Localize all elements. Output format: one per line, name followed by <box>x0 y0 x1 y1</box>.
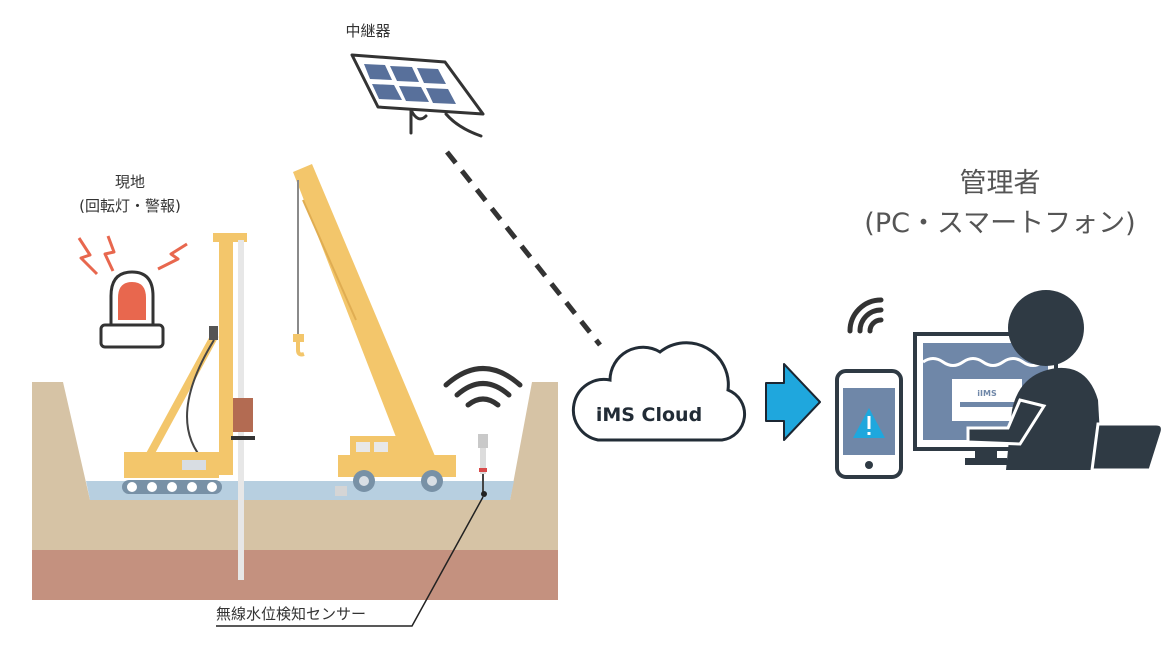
sensor-wifi-icon <box>443 366 523 408</box>
pile-driver-backstay <box>144 333 219 460</box>
soil-upper-layer <box>32 382 558 600</box>
crane-boom <box>293 164 440 468</box>
pile-driver-cab-window <box>182 460 206 470</box>
site-label-detail: (回転灯・警報) <box>79 197 181 215</box>
repeater-panel-frame <box>350 53 485 116</box>
flow-arrow-icon <box>765 363 821 441</box>
cloud-label: iMS Cloud <box>596 404 702 426</box>
alert-lightning-icon-right <box>157 242 188 271</box>
monitor-brand-label: iIMS <box>977 389 997 398</box>
site-label-title: 現地 <box>114 173 145 191</box>
pile-driver-mast-cap <box>213 233 247 242</box>
sensor-leader-line <box>216 496 484 627</box>
alert-lightning-icon-left <box>77 237 99 276</box>
smartphone-home-button <box>865 461 873 469</box>
sensor-point <box>481 491 487 497</box>
monitor-stand <box>975 449 997 459</box>
warning-light-lamp <box>118 282 146 320</box>
warning-light <box>77 235 188 349</box>
cloud-shape <box>571 341 747 442</box>
ims-cloud <box>571 341 747 442</box>
pile-hammer-band <box>231 436 255 440</box>
track-wheel-3 <box>167 482 177 492</box>
soil-lower-layer <box>32 550 558 600</box>
track-wheel-4 <box>187 482 197 492</box>
sensor-head <box>478 434 488 448</box>
pile-driver-backstay-joint <box>209 326 218 340</box>
crane-hook <box>296 342 305 357</box>
person-head <box>1008 290 1084 366</box>
pile-hammer <box>233 398 253 432</box>
crane-hook-block <box>293 334 304 342</box>
chair-back <box>1090 422 1164 472</box>
manager-label-detail: (PC・スマートフォン) <box>864 208 1136 239</box>
crane-outrigger <box>335 486 347 496</box>
excavation-site <box>32 382 558 600</box>
crane-cab-window-1 <box>356 442 370 452</box>
monitor-base <box>965 458 1007 465</box>
alert-lightning-icon-center <box>103 235 116 272</box>
solar-repeater <box>350 53 602 347</box>
monitor-wave <box>922 357 1044 367</box>
crane <box>293 164 456 496</box>
pile-driver-mast <box>219 240 233 475</box>
track-wheel-5 <box>207 482 217 492</box>
track-wheel-2 <box>147 482 157 492</box>
sensor-body <box>480 448 486 474</box>
manager-label-title: 管理者 <box>959 168 1041 199</box>
person-body <box>1006 367 1102 470</box>
person-arm <box>966 398 1047 446</box>
admin-workstation: iIMS <box>913 290 1164 472</box>
sensor-label: 無線水位検知センサー <box>216 605 367 623</box>
sensor-band <box>479 468 487 472</box>
water-level-sensor <box>216 366 523 627</box>
warning-light-base <box>99 323 165 349</box>
repeater-link-line <box>445 150 602 347</box>
smartphone-signal-icon <box>847 297 884 334</box>
pile-driver <box>122 233 255 580</box>
track-wheel-1 <box>127 482 137 492</box>
boom-detail <box>302 199 357 321</box>
repeater-mount <box>409 108 483 138</box>
smartphone <box>835 297 903 479</box>
monitor-app-window <box>952 379 1022 421</box>
repeater-label: 中継器 <box>345 22 391 40</box>
crane-cab-window-2 <box>374 442 388 452</box>
